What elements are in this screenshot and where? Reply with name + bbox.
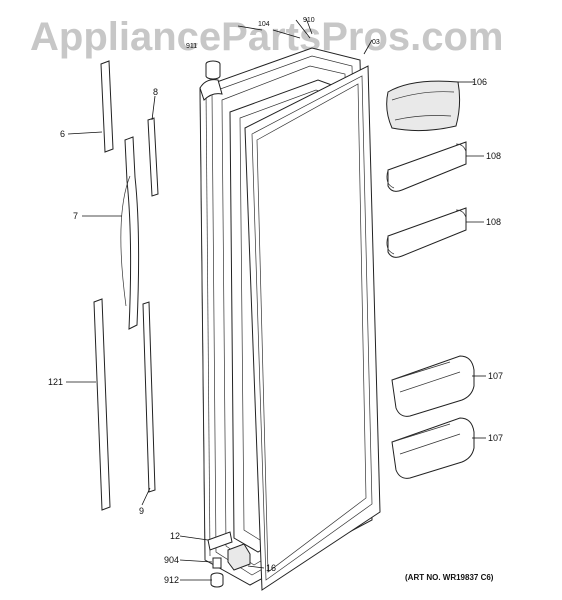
trim-6	[100, 60, 114, 153]
callout-6: 6	[60, 129, 65, 139]
top-cap	[199, 60, 223, 101]
screw-904	[212, 557, 222, 569]
callout-121: 121	[48, 377, 63, 387]
callout-910: 910	[303, 17, 315, 24]
door-gasket	[244, 65, 381, 591]
callout-108-upper: 108	[486, 151, 501, 161]
callout-03: 03	[372, 39, 380, 46]
callout-16: 16	[266, 563, 276, 573]
trim-121	[93, 298, 111, 511]
trim-9	[142, 301, 156, 493]
bin-106	[386, 80, 461, 132]
leader-lines	[66, 17, 486, 581]
trim-8	[147, 117, 159, 197]
plug-912	[210, 572, 224, 588]
hinge-12	[207, 531, 233, 551]
callout-108-lower: 108	[486, 217, 501, 227]
bin-107-upper	[391, 355, 475, 417]
callout-904: 904	[164, 555, 179, 565]
watermark-text: AppliancePartsPros.com	[30, 15, 504, 59]
bin-107-lower	[391, 417, 475, 479]
callout-912: 912	[164, 575, 179, 585]
callout-12: 12	[170, 531, 180, 541]
handle-7	[120, 136, 140, 330]
callout-107-lower: 107	[488, 433, 503, 443]
callout-106: 106	[472, 77, 487, 87]
callout-104: 104	[258, 21, 270, 28]
art-number: (ART NO. WR19837 C6)	[405, 573, 494, 582]
callout-9: 9	[139, 506, 144, 516]
callout-107-upper: 107	[488, 371, 503, 381]
callout-8: 8	[153, 87, 158, 97]
shelf-108-upper	[386, 141, 467, 192]
bracket-16	[227, 543, 251, 571]
callout-7: 7	[73, 211, 78, 221]
callout-911: 911	[186, 43, 197, 50]
shelf-108-lower	[386, 207, 467, 258]
